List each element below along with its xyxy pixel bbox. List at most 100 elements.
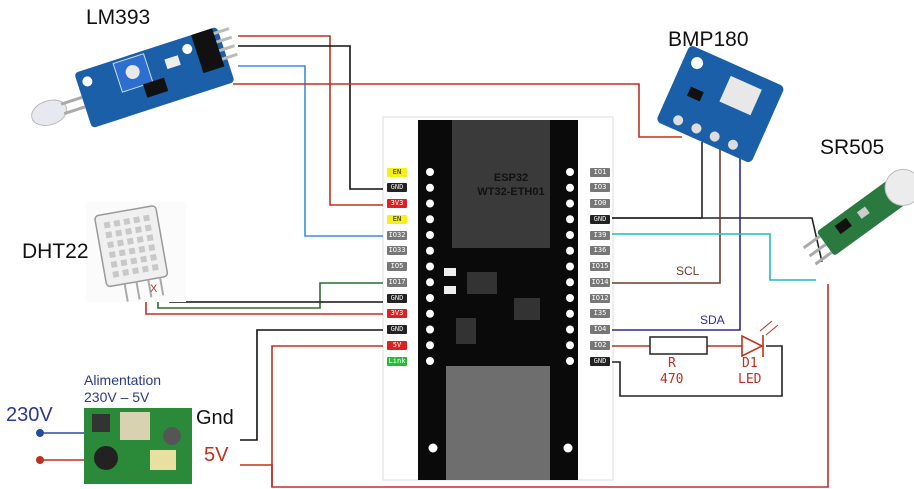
wire-dht-data: [157, 282, 383, 309]
pin-label-left-4: IO32: [387, 230, 407, 240]
five-volt-label: 5V: [204, 444, 229, 466]
pin-label-left-3: EN: [387, 214, 407, 224]
pin-label-right-7: IO14: [590, 277, 610, 287]
header-hole-left-7: [426, 278, 434, 287]
header-hole-left-11: [426, 341, 434, 350]
bmp180-module: [657, 46, 784, 163]
wire-5v-esp: [271, 345, 383, 487]
wire-lm393-gnd: [238, 45, 383, 190]
header-hole-left-10: [426, 325, 434, 334]
wire-lm393-vcc: [238, 35, 383, 206]
header-hole-right-5: [566, 246, 574, 255]
dht-grille-cell: [148, 244, 156, 252]
pin-label-right-5: I36: [590, 246, 610, 256]
pin-label-left-12: Link: [387, 356, 407, 366]
dht-grille-cell: [143, 214, 151, 222]
dht-grille-cell: [118, 249, 126, 257]
header-hole-left-5: [426, 246, 434, 255]
dht-grille-cell: [134, 226, 142, 234]
led-name: D1: [742, 356, 758, 371]
dht-grille-cell: [105, 231, 113, 239]
pin-label-left-6: IO5: [387, 262, 407, 271]
mains-terminal-live: [36, 456, 44, 464]
mains-voltage-label: 230V: [6, 404, 53, 426]
bmp180-label: BMP180: [668, 28, 749, 51]
header-hole-left-2: [426, 199, 434, 208]
dht-grille-cell: [151, 263, 159, 271]
led-value: LED: [738, 372, 762, 387]
lm393-label: LM393: [86, 6, 151, 29]
resistor-value: 470: [660, 372, 684, 387]
dht-grille-cell: [125, 227, 133, 235]
resistor: [649, 336, 708, 355]
dht-grille-cell: [138, 245, 146, 253]
header-hole-left-4: [426, 231, 434, 239]
scl-label: SCL: [676, 264, 700, 278]
header-hole-left-3: [426, 215, 434, 224]
header-hole-right-8: [566, 294, 574, 302]
pin-label-right-11: IO2: [590, 340, 610, 350]
dht-grille-cell: [115, 229, 123, 237]
pin-label-left-1: GND: [387, 183, 407, 193]
dht-grille-cell: [132, 267, 140, 275]
header-hole-right-6: [566, 262, 574, 271]
dht-grille-cell: [107, 241, 115, 249]
psu-subtitle: 230V – 5V: [84, 389, 150, 405]
lm393-module: [31, 27, 238, 128]
esp32-left-header: [426, 168, 434, 365]
pin-label-right-12: GND: [590, 356, 610, 366]
pin-label-left-11: 5V: [387, 340, 407, 350]
header-hole-right-10: [566, 325, 574, 334]
psu-title: Alimentation: [84, 372, 162, 388]
dht-grille-cell: [110, 260, 118, 268]
header-hole-right-7: [566, 278, 574, 287]
pin-label-right-1: IO3: [590, 183, 610, 193]
wire-bmp180-gnd: [612, 142, 703, 219]
dht-grille-cell: [116, 239, 124, 247]
header-hole-right-9: [566, 309, 574, 318]
dht-grille-cell: [113, 219, 121, 227]
wire-scl: [612, 147, 721, 284]
board-name: WT32-ETH01: [477, 186, 545, 198]
wire-sda: [612, 152, 741, 331]
pin-label-left-2: 3V3: [387, 199, 407, 208]
header-hole-right-4: [566, 231, 574, 239]
header-hole-left-9: [426, 309, 434, 318]
dht-grille-cell: [130, 257, 138, 265]
header-hole-left-6: [426, 262, 434, 271]
led: [741, 320, 779, 358]
dht-grille-cell: [133, 216, 141, 224]
pin-label-right-6: IO15: [590, 262, 610, 271]
chip-name: ESP32: [493, 172, 529, 184]
pin-label-left-7: IO17: [387, 277, 407, 287]
dht-grille-cell: [150, 253, 157, 261]
header-hole-left-12: [426, 357, 434, 365]
pin-label-right-4: I39: [590, 230, 610, 240]
esp32-right-header: [566, 168, 574, 365]
dht-grille-cell: [120, 259, 128, 267]
wires: [145, 35, 829, 488]
header-hole-right-12: [566, 357, 574, 365]
pin-label-right-10: IO4: [590, 325, 610, 334]
header-hole-right-11: [566, 341, 574, 350]
gnd-label: Gnd: [196, 407, 234, 429]
header-hole-right-3: [566, 215, 574, 224]
sda-label: SDA: [700, 313, 725, 327]
psu-module: [84, 408, 192, 484]
dht-grille-cell: [144, 224, 152, 232]
wire-psu-gnd: [240, 329, 383, 441]
pin-label-left-8: GND: [387, 293, 407, 303]
header-hole-left-1: [426, 183, 434, 192]
wire-gnd-sr505: [612, 217, 823, 263]
dht-grille-cell: [140, 255, 148, 263]
dht-nc-mark: X: [150, 283, 158, 295]
sr505-label: SR505: [820, 136, 885, 159]
dht-grille-cell: [136, 236, 144, 243]
esp32-board: [382, 116, 614, 481]
dht-grille-cell: [103, 221, 111, 229]
pin-label-left-10: GND: [387, 325, 407, 334]
mains-terminal-neutral: [36, 429, 44, 437]
dht-grille-cell: [128, 247, 136, 255]
sr505-module: [802, 168, 914, 266]
